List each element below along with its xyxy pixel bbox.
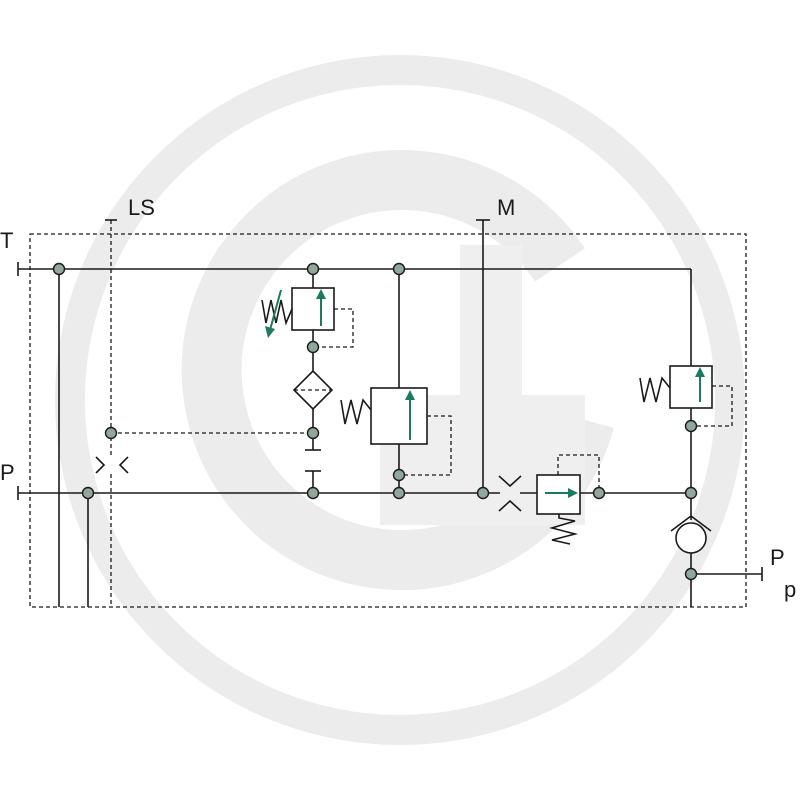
- ls-orifice-symbol: [95, 456, 129, 474]
- junction-node: [306, 426, 320, 440]
- load-sense-line: [105, 219, 313, 607]
- port-ls-label: LS: [128, 195, 155, 220]
- port-pp-label: P: [770, 545, 785, 570]
- junction-node: [684, 567, 698, 581]
- tank-line: [17, 262, 692, 366]
- junction-node: [306, 486, 320, 500]
- pp-port-line: [691, 567, 763, 581]
- junction-node: [392, 468, 406, 482]
- gauge-port-line: [476, 219, 490, 493]
- pressure-reducing-valve: [536, 454, 600, 545]
- junction-node: [392, 486, 406, 500]
- junction-node: [392, 262, 406, 276]
- junction-node: [52, 262, 66, 276]
- junction-node: [306, 262, 320, 276]
- filter-symbol: [292, 369, 334, 411]
- restrictor-symbol: [498, 475, 522, 512]
- junction-node: [81, 486, 95, 500]
- junction-node: [684, 419, 698, 433]
- port-t-label: T: [0, 228, 13, 253]
- pressure-line: [17, 486, 691, 500]
- junction-node: [306, 340, 320, 354]
- junction-node: [104, 426, 118, 440]
- junction-node: [684, 486, 698, 500]
- port-pp-subscript: p: [784, 577, 796, 602]
- assembly-boundary: [29, 233, 747, 608]
- port-p-label: P: [0, 460, 15, 485]
- junction-nodes: [52, 262, 698, 581]
- junction-node: [476, 486, 490, 500]
- pilot-relief-valve: [261, 287, 354, 348]
- compensator-valve: [340, 269, 452, 493]
- port-m-label: M: [497, 195, 515, 220]
- junction-node: [592, 486, 606, 500]
